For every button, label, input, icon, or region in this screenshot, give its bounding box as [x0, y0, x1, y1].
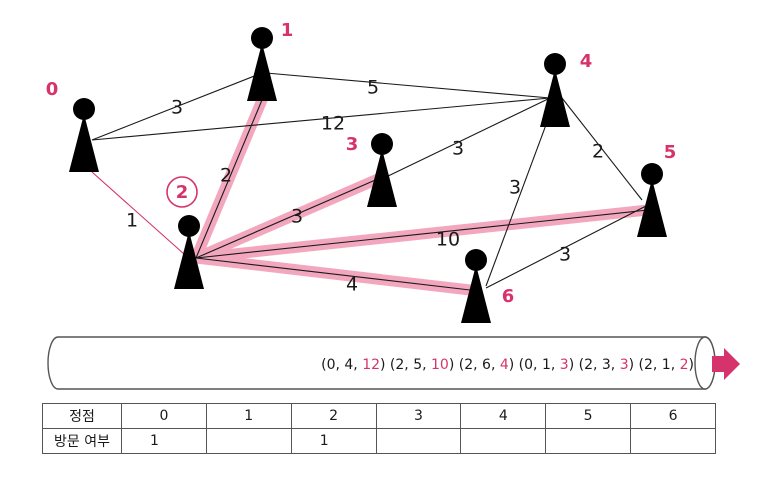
pawn-body-icon	[637, 179, 667, 237]
current-node-ring-icon	[166, 176, 198, 208]
node-2: 2	[166, 176, 204, 289]
priority-queue: (0, 4, 12) (2, 5, 10) (2, 6, 4) (0, 1, 3…	[47, 336, 740, 390]
pawn-head-icon	[641, 163, 663, 185]
node-1: 1	[247, 20, 293, 101]
edge-1-4	[265, 72, 551, 99]
pawn-head-icon	[73, 98, 95, 120]
edge-0-2	[91, 171, 185, 255]
visited-table: 정점 0 1 2 3 4 5 6 방문 여부 1 1	[42, 403, 716, 454]
edge-weight-0-2: 1	[126, 210, 138, 232]
pawn-body-icon	[174, 231, 204, 289]
vertex-cell: 2	[290, 403, 377, 429]
pawn-body-icon	[461, 265, 491, 323]
edge-2-6	[195, 257, 471, 291]
pawn-head-icon	[544, 53, 566, 75]
pawn-body-icon	[367, 149, 397, 207]
visited-cell	[545, 428, 632, 454]
edge-4-5	[561, 97, 643, 201]
visited-cell: 1	[290, 428, 377, 454]
vertex-cell: 0	[121, 403, 207, 429]
pawn-head-icon	[371, 133, 393, 155]
vertex-row: 정점 0 1 2 3 4 5 6	[42, 403, 716, 429]
edge-weight-3-4: 3	[452, 138, 464, 160]
queue-output-arrow	[712, 348, 740, 380]
graph-edges	[91, 72, 649, 291]
edge-4-6	[485, 97, 557, 287]
edge-2-3	[195, 177, 381, 259]
pawn-body-icon	[247, 43, 277, 101]
visited-cell: 1	[121, 428, 207, 454]
pawn-head-icon	[178, 215, 200, 237]
edge-weight-1-4: 5	[367, 77, 379, 99]
queue-contents: (0, 4, 12) (2, 5, 10) (2, 6, 4) (0, 1, 3…	[321, 357, 694, 373]
edge-3-4	[383, 97, 551, 179]
edge-weight-4-6: 3	[509, 177, 521, 199]
node-0: 0	[46, 79, 99, 172]
highlighted-edges	[190, 94, 654, 296]
vertex-cell: 1	[205, 403, 292, 429]
edge-weight-1-2: 2	[220, 165, 232, 187]
edge-weight-2-6: 4	[346, 274, 358, 296]
edge-6-5	[485, 205, 647, 289]
visited-cell	[630, 428, 716, 454]
visited-cell	[205, 428, 292, 454]
vertex-cell: 5	[545, 403, 632, 429]
vertex-cell: 3	[375, 403, 462, 429]
node-6: 6	[461, 249, 514, 323]
edge-weight-6-5: 3	[559, 244, 571, 266]
node-4: 4	[540, 51, 592, 127]
node-5: 5	[637, 142, 676, 237]
vertex-cell: 4	[460, 403, 547, 429]
pawn-head-icon	[465, 249, 487, 271]
node-3: 3	[346, 133, 397, 207]
vertex-cell: 6	[630, 403, 716, 429]
edge-weight-2-3: 3	[291, 206, 303, 228]
edge-weight-0-1: 3	[171, 97, 183, 119]
pawn-body-icon	[540, 69, 570, 127]
node-label: 6	[502, 286, 515, 307]
node-label: 1	[281, 20, 294, 41]
pawn-body-icon	[69, 114, 99, 172]
node-label: 4	[580, 51, 593, 72]
visited-cell	[375, 428, 462, 454]
node-label: 2	[176, 182, 189, 203]
edge-weight-2-5: 10	[436, 229, 460, 251]
visited-row-header: 방문 여부	[42, 428, 122, 454]
visited-cell	[460, 428, 547, 454]
vertex-row-header: 정점	[42, 403, 122, 429]
node-label: 5	[664, 142, 677, 163]
edge-1-2	[195, 99, 263, 259]
node-label: 3	[346, 134, 359, 155]
edge-weight-4-5: 2	[592, 141, 604, 163]
edge-2-5	[195, 209, 649, 259]
pawn-head-icon	[251, 27, 273, 49]
visited-row: 방문 여부 1 1	[42, 428, 716, 454]
node-label: 0	[46, 79, 59, 100]
edge-weight-0-4: 12	[321, 113, 345, 135]
edge-0-1	[91, 72, 263, 141]
edge-0-4	[91, 97, 551, 141]
